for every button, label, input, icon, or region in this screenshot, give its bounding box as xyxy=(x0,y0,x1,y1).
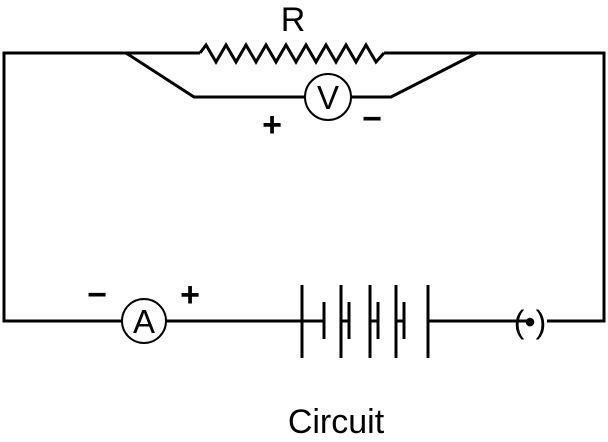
resistor-label: R xyxy=(281,1,306,39)
circuit-loop-wire xyxy=(2,51,606,323)
ammeter-negative-sign: − xyxy=(87,276,107,314)
diagram-caption: Circuit xyxy=(288,403,385,441)
voltmeter-circle xyxy=(304,73,352,121)
voltmeter-branch-wire xyxy=(125,51,478,99)
ammeter-circle xyxy=(121,298,167,344)
battery-symbol xyxy=(300,285,430,358)
ammeter: A xyxy=(121,298,167,344)
voltmeter-negative-sign: − xyxy=(362,100,382,138)
ammeter-label: A xyxy=(133,303,155,340)
voltmeter-positive-sign: + xyxy=(262,106,282,144)
voltmeter: V xyxy=(304,73,352,121)
ammeter-positive-sign: + xyxy=(180,276,200,314)
resistor-symbol xyxy=(198,42,386,65)
voltmeter-label: V xyxy=(317,79,339,116)
switch-symbol: (•) xyxy=(514,304,547,340)
